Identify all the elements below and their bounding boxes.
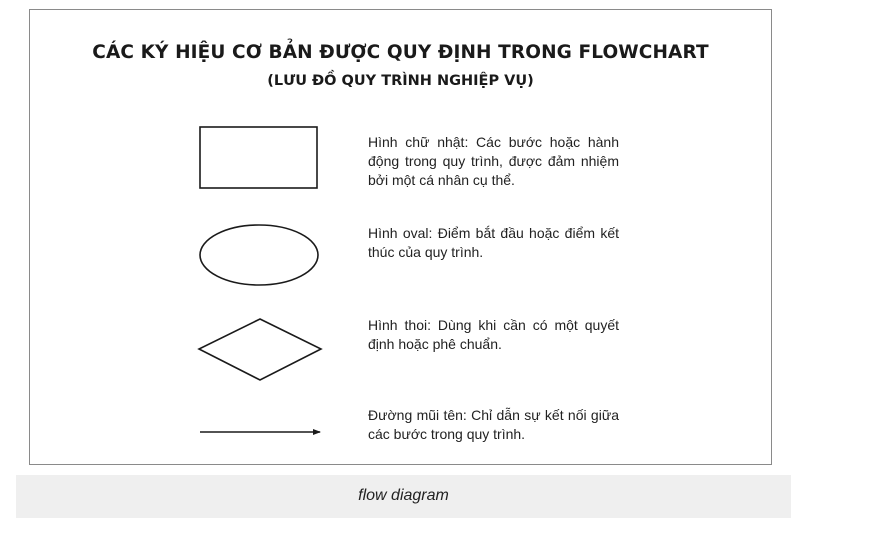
arrow-description: Đường mũi tên: Chỉ dẫn sự kết nối giữa c…	[368, 407, 619, 442]
flowchart-figure: CÁC KÝ HIỆU CƠ BẢN ĐƯỢC QUY ĐỊNH TRONG F…	[29, 9, 772, 465]
oval-symbol	[199, 224, 319, 286]
caption-bar: flow diagram	[16, 475, 791, 518]
symbols-canvas	[197, 126, 323, 435]
diamond-symbol	[197, 318, 323, 381]
rectangle-description: Hình chữ nhật: Các bước hoặc hành động t…	[368, 134, 619, 188]
diamond-description: Hình thoi: Dùng khi cần có một quyết địn…	[368, 317, 619, 352]
figure-caption: flow diagram	[358, 487, 449, 504]
diagram-subtitle: (LƯU ĐỒ QUY TRÌNH NGHIỆP VỤ)	[267, 73, 534, 89]
rectangle-symbol	[199, 126, 318, 189]
diagram-title: CÁC KÝ HIỆU CƠ BẢN ĐƯỢC QUY ĐỊNH TRONG F…	[92, 42, 709, 63]
oval-description: Hình oval: Điểm bắt đầu hoặc điểm kết th…	[368, 225, 619, 260]
